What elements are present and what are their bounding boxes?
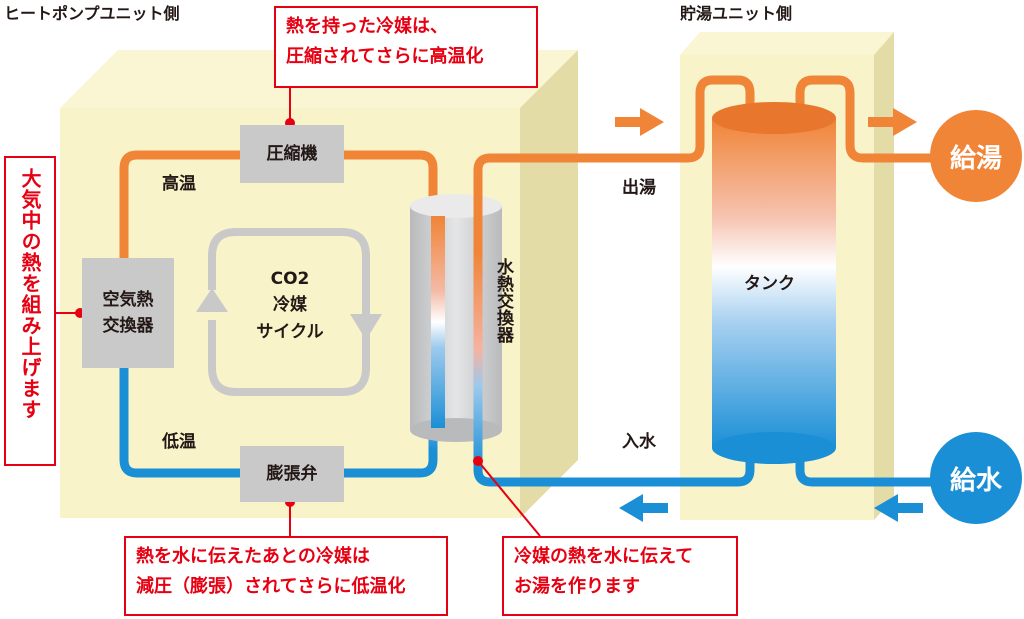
air-exchanger-box: 空気熱 交換器 (82, 258, 174, 368)
callout-heat-transfer: 冷媒の熱を水に伝えて お湯を作ります (502, 536, 738, 616)
water-exchanger-body (410, 206, 502, 430)
callout-expansion: 熱を水に伝えたあとの冷媒は 減圧（膨張）されてさらに低温化 (124, 536, 448, 616)
tank-body (712, 118, 836, 448)
water-exchanger-label: 水熱交換器 (493, 258, 513, 343)
cycle-label-3: サイクル (256, 321, 324, 342)
tank-top (712, 102, 836, 134)
section-heat-pump: ヒートポンプユニット側 (4, 4, 180, 23)
water-pipe-cold-return (473, 445, 755, 487)
label-low-temp: 低温 (162, 432, 196, 452)
flow-arrow-cold-return (619, 494, 668, 522)
leader-bottom-right (477, 460, 541, 537)
callout-compression-1: 熱を持った冷媒は、 (286, 16, 448, 37)
cycle-arrow-upper (208, 228, 300, 290)
flow-arrow-hot-in (615, 108, 664, 136)
cycle-arrow-right-head (350, 314, 382, 340)
callout-heat-transfer-1: 冷媒の熱を水に伝えて (514, 546, 694, 567)
water-supply-circle: 給水 (930, 432, 1022, 524)
heat-pump-unit-side (520, 50, 578, 518)
water-supply-label: 給水 (949, 465, 1002, 496)
callout-expansion-2: 減圧（膨張）されてさらに低温化 (136, 575, 406, 597)
water-exchanger-bottom (410, 418, 502, 442)
label-hot-out: 出湯 (622, 178, 656, 198)
cycle-arrow-upper-head (196, 288, 228, 312)
air-exchanger-label-2: 交換器 (102, 316, 154, 336)
leader-bottom-right-dot (473, 456, 483, 466)
hot-supply-label: 給湯 (949, 143, 1002, 174)
expansion-valve-label: 膨張弁 (266, 463, 318, 484)
section-storage: 貯湯ユニット側 (680, 4, 793, 23)
water-pipe-hot-supply (795, 75, 945, 163)
water-exchanger-inner-pipe (431, 216, 445, 428)
expansion-valve-box: 膨張弁 (240, 446, 344, 502)
label-water-in: 入水 (622, 432, 656, 452)
water-pipe-hot-out (473, 75, 755, 460)
callout-atmosphere-text: 大気中の熱を組み上げます (18, 168, 42, 420)
compressor-box: 圧縮機 (240, 125, 344, 183)
label-high-temp: 高温 (162, 174, 196, 194)
tank-label: タンク (744, 274, 795, 294)
cycle-label-1: CO2 (270, 269, 310, 289)
cycle-arrow-right (300, 228, 370, 315)
hot-supply-circle: 給湯 (930, 110, 1022, 202)
callout-compression-2: 圧縮されてさらに高温化 (286, 45, 484, 67)
flow-arrow-cold-in (874, 494, 923, 522)
storage-unit-side (874, 32, 894, 520)
flow-arrow-hot-out (868, 108, 917, 136)
compressor-label: 圧縮機 (266, 143, 318, 164)
air-exchanger-label-1: 空気熱 (102, 289, 154, 310)
water-pipe-cold-supply (795, 445, 945, 487)
water-pipe-return-gradient (473, 250, 483, 470)
cycle-label: CO2 冷媒 サイクル (240, 266, 340, 345)
tank-bottom (712, 432, 836, 464)
callout-heat-transfer-2: お湯を作ります (514, 575, 640, 597)
callout-atmosphere: 大気中の熱を組み上げます (4, 156, 56, 466)
callout-compression: 熱を持った冷媒は、 圧縮されてさらに高温化 (274, 6, 538, 88)
callout-expansion-1: 熱を水に伝えたあとの冷媒は (136, 546, 370, 567)
water-exchanger-top (410, 194, 502, 218)
storage-unit-top (680, 32, 894, 55)
cycle-arrow-lower (208, 320, 370, 396)
cycle-label-2: 冷媒 (273, 295, 307, 316)
